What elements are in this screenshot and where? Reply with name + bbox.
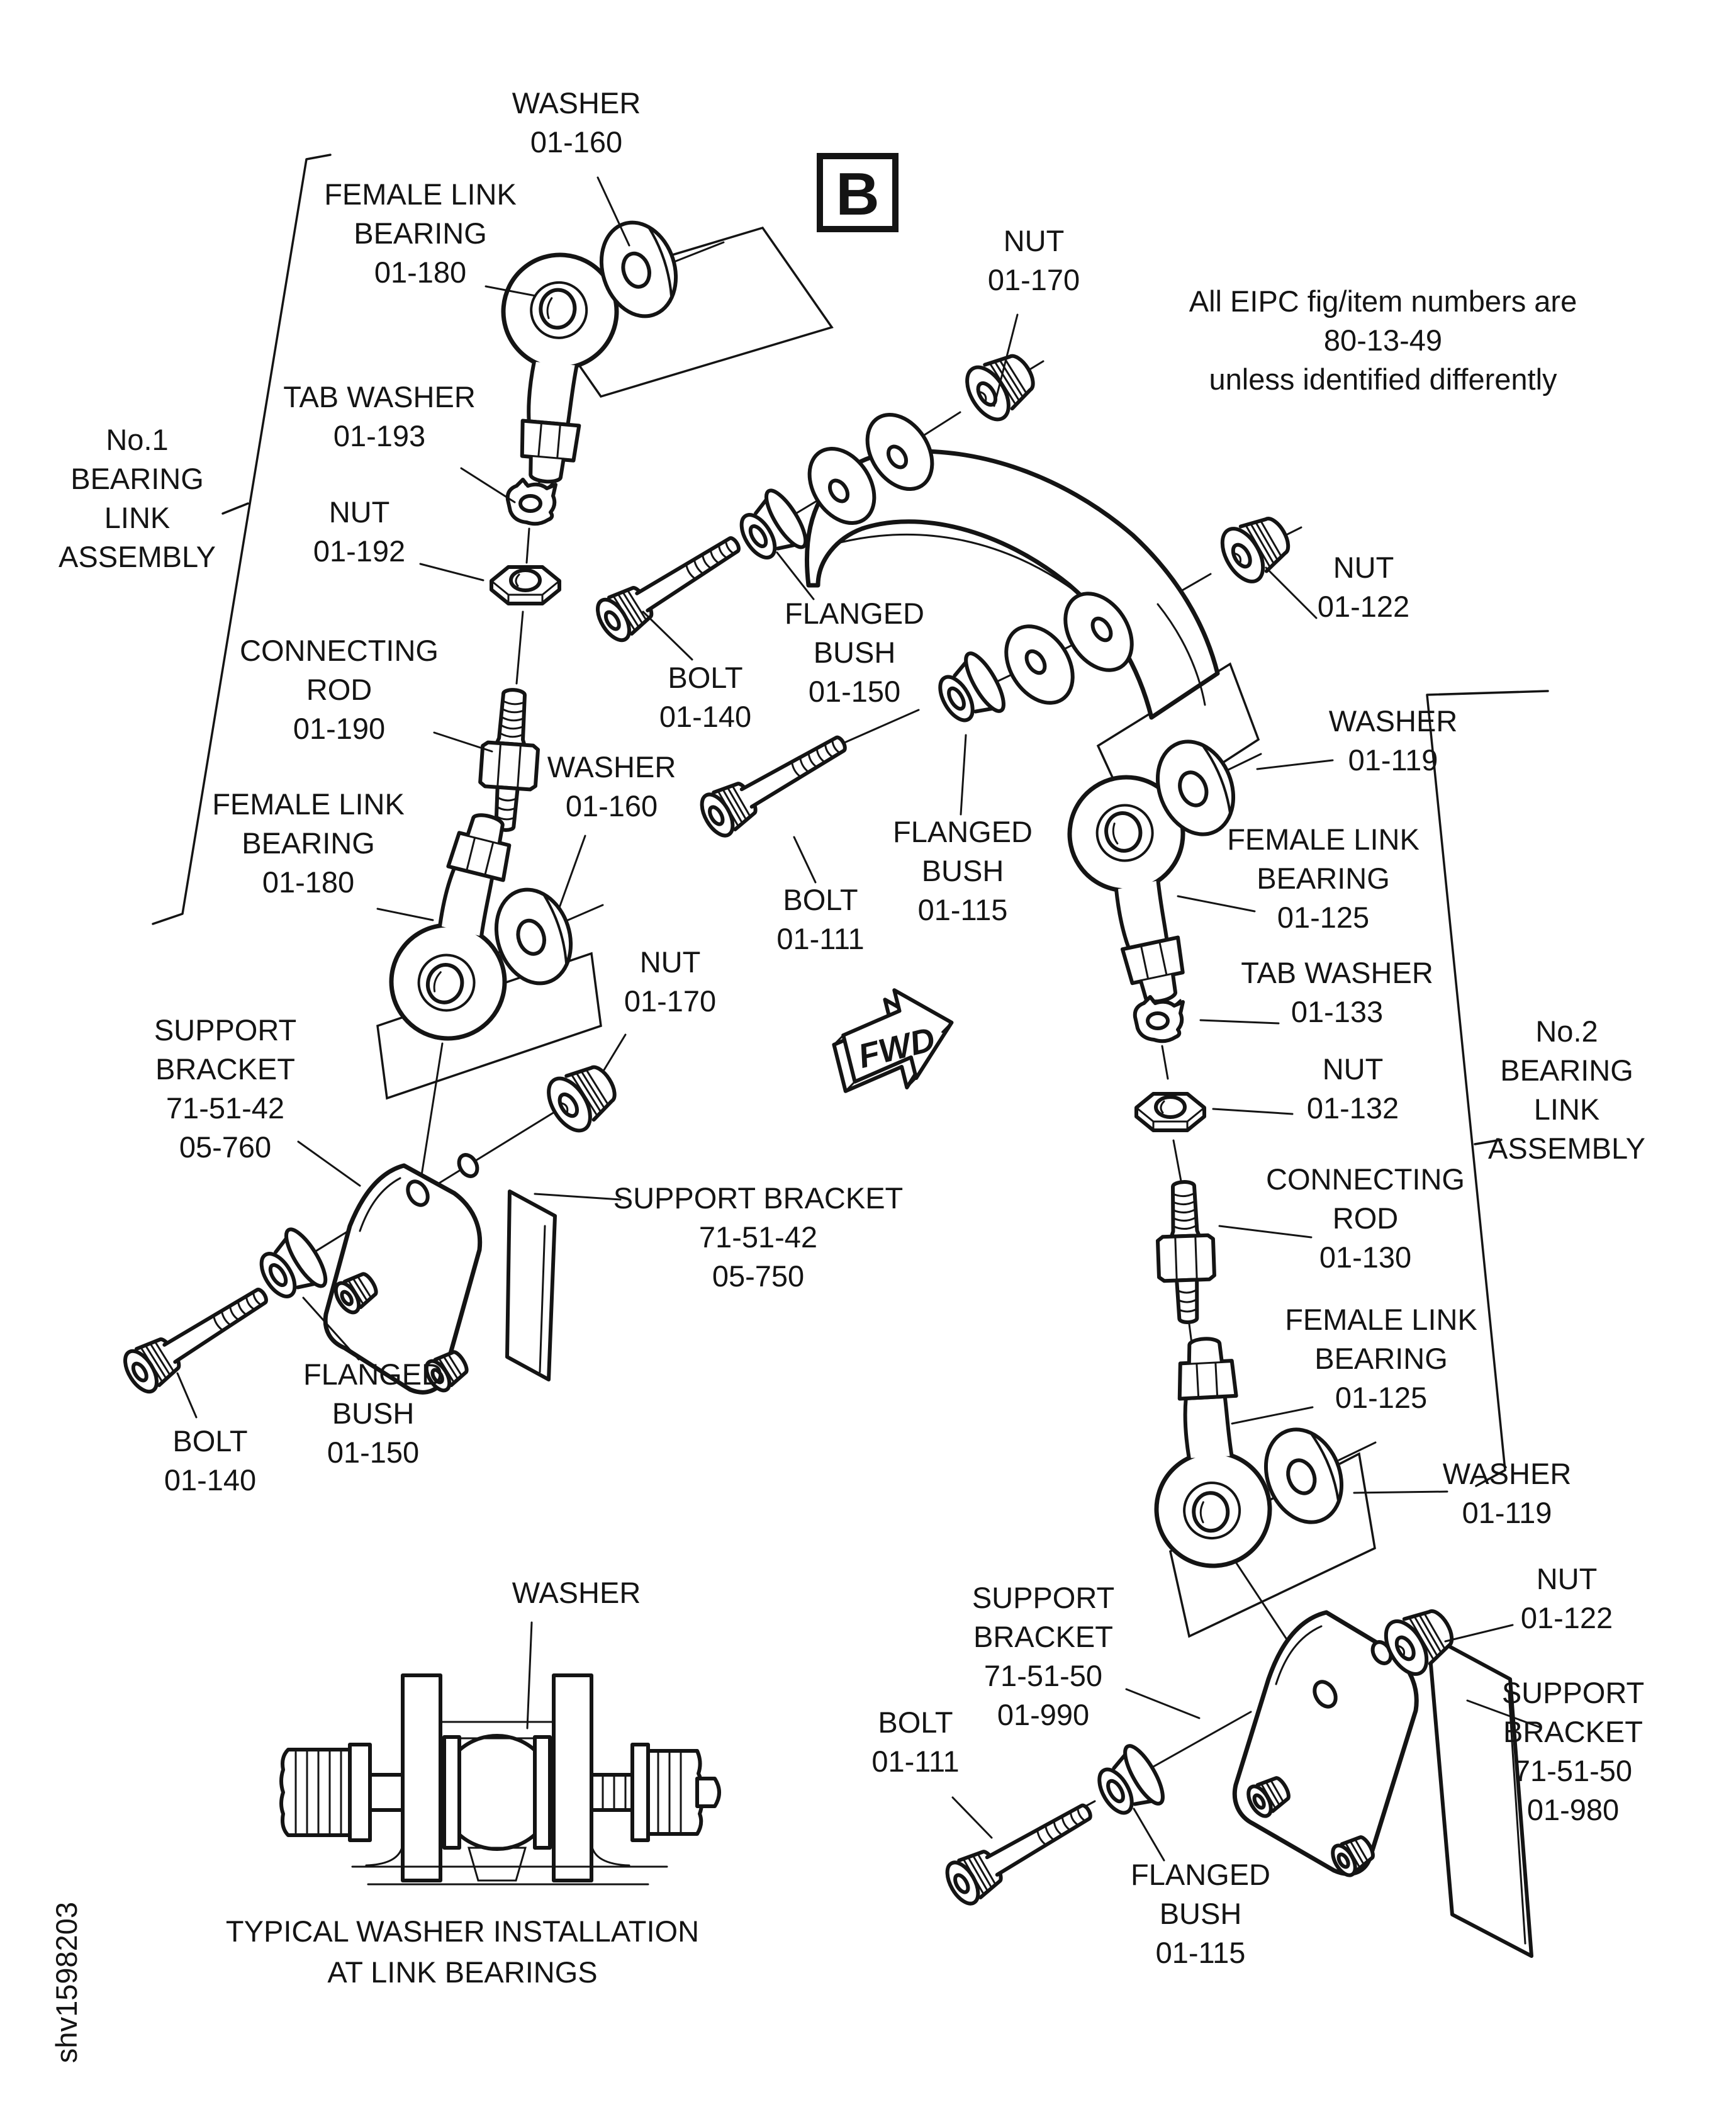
detail-marker: B xyxy=(817,153,899,232)
inset-bolt-head xyxy=(279,1748,352,1837)
female-link-bearing-part-125-low xyxy=(1148,1336,1273,1569)
nut-part-132 xyxy=(1136,1094,1204,1130)
female-link-bearing-part-top xyxy=(489,250,622,486)
inset-washer-left xyxy=(442,1735,461,1850)
no1-assembly-brace xyxy=(152,154,332,925)
connecting-rod-part-190 xyxy=(477,688,542,832)
inset-washer-right xyxy=(533,1735,552,1850)
flanged-bush-part-115-top xyxy=(929,648,1011,733)
flanged-bush-part-150-top xyxy=(730,485,812,570)
no2-assembly-brace xyxy=(1426,690,1549,1487)
nut-part-192 xyxy=(491,567,559,604)
nut-part-170-top xyxy=(959,344,1043,427)
detail-marker-letter: B xyxy=(836,160,879,228)
connecting-rod-part-130 xyxy=(1156,1181,1216,1324)
centerline-nut-170-mid xyxy=(432,1109,559,1188)
support-bracket-left xyxy=(323,1153,557,1395)
inset-bolt-tip xyxy=(695,1777,721,1808)
washer-installation-inset xyxy=(279,1673,721,1886)
inset-bracket-plate-left xyxy=(401,1673,442,1882)
tab-washer-part-133 xyxy=(1135,997,1183,1041)
engine-mount-beam xyxy=(805,412,1220,720)
support-bracket-right-front-plate xyxy=(1232,1610,1419,1876)
nut-part-122-top xyxy=(1214,507,1297,588)
inset-spline-nut xyxy=(646,1749,703,1836)
nut-part-170-mid xyxy=(540,1055,625,1138)
inset-nut-collar xyxy=(630,1743,650,1842)
drawing-number: shv1598203 xyxy=(50,1902,83,2063)
no1-assembly-tick xyxy=(221,502,249,515)
label-washer-inset: WASHER xyxy=(512,1576,641,1609)
bolt-part-140-low xyxy=(119,1275,276,1397)
flanged-bush-part-115-low xyxy=(1089,1741,1170,1826)
leader-lines xyxy=(176,176,1540,1862)
bolt-part-111-top xyxy=(696,722,855,840)
inset-head-collar xyxy=(348,1743,372,1842)
support-bracket-left-rear-plate xyxy=(505,1189,557,1381)
support-bracket-right xyxy=(1232,1610,1533,1958)
bolt-part-111-low xyxy=(941,1791,1100,1908)
no2-assembly-tick xyxy=(1474,1139,1503,1145)
inset-bracket-plate-right xyxy=(552,1673,593,1882)
bolt-part-140-top xyxy=(591,524,749,646)
fwd-arrow: FWD xyxy=(832,988,954,1093)
